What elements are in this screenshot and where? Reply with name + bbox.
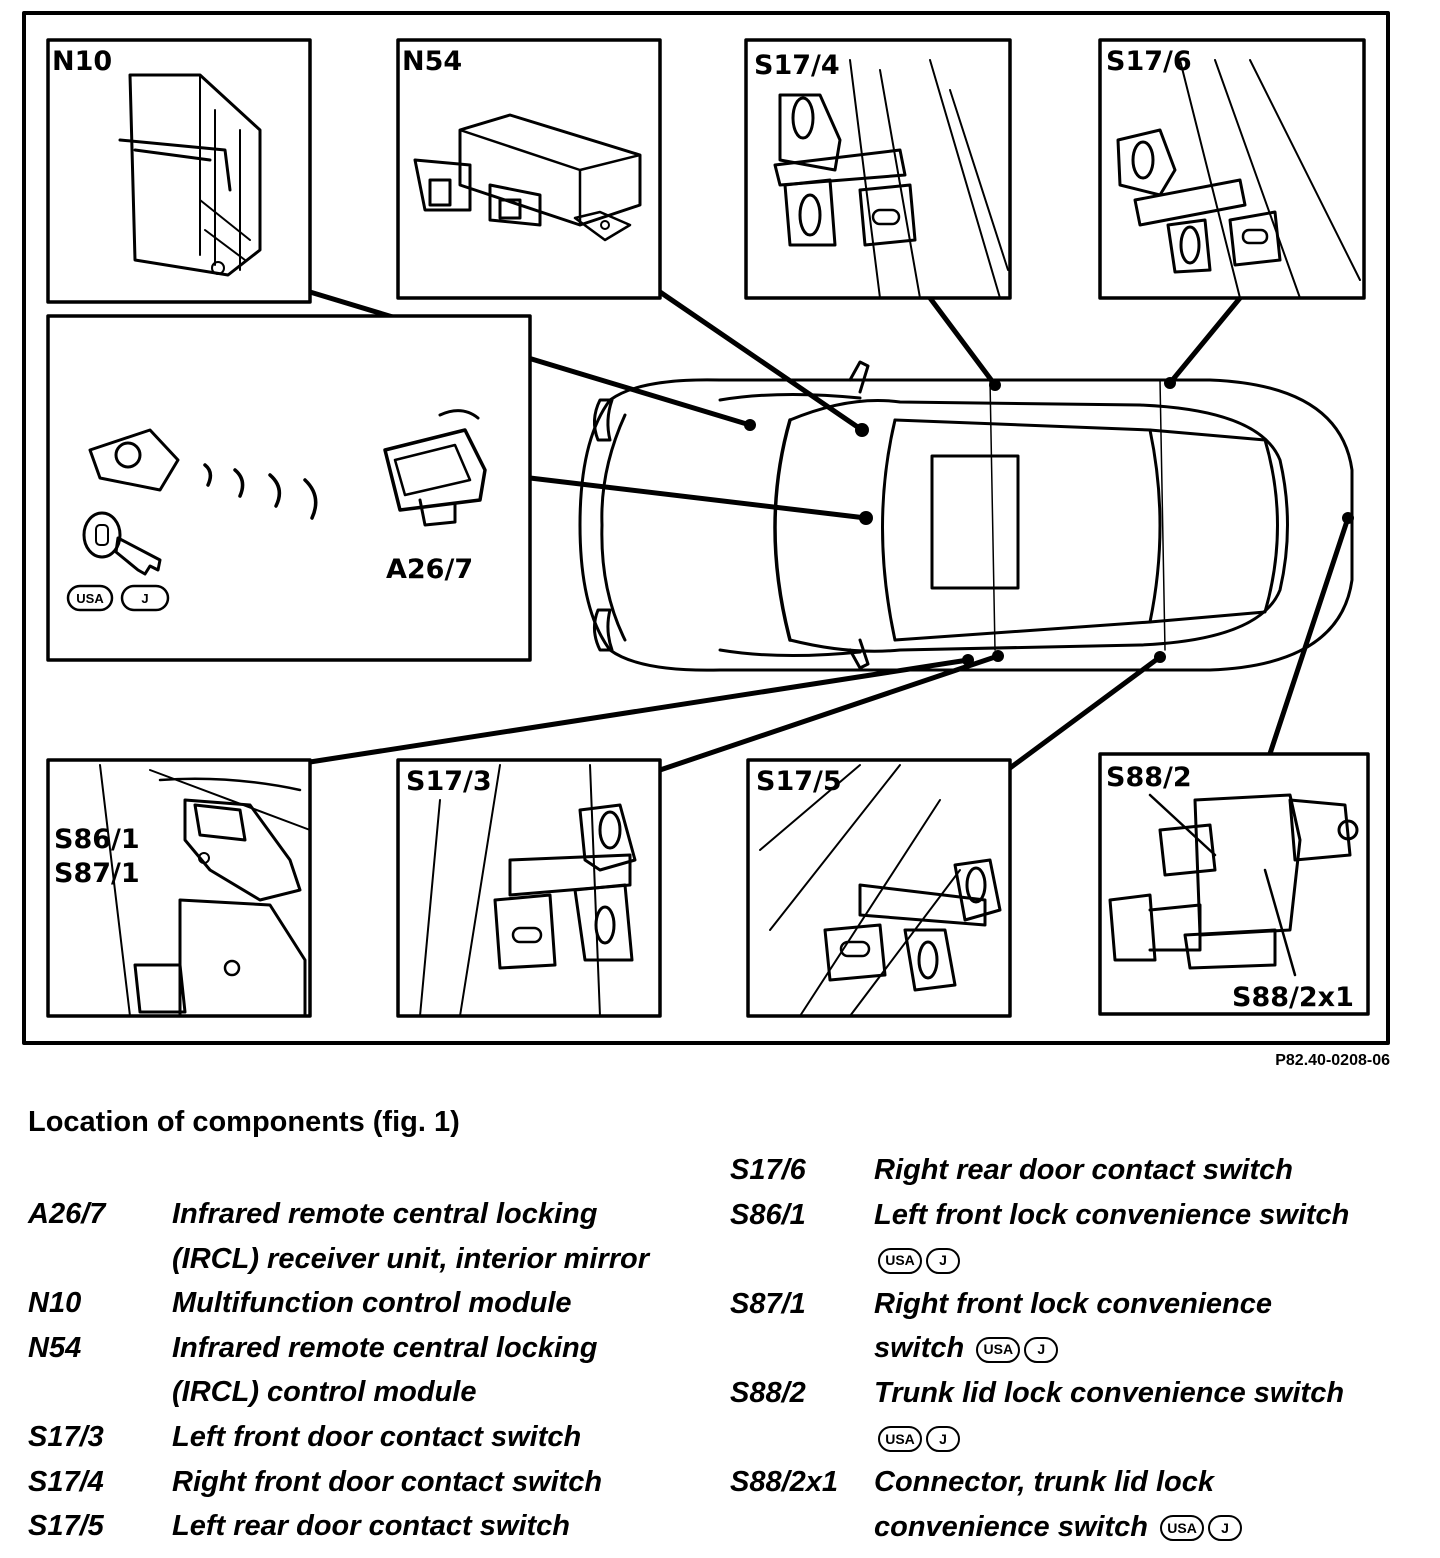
legend-desc: Left rear door contact switch <box>172 1510 571 1543</box>
location-dots <box>744 377 1354 666</box>
legend-desc: Left front door contact switch <box>172 1420 582 1453</box>
label-s88-2: S88/2 <box>1106 762 1192 793</box>
legend-code: S17/3 <box>28 1420 104 1453</box>
legend-code: S88/2 <box>730 1376 806 1409</box>
label-n10: N10 <box>52 46 112 77</box>
panel-s88-2 <box>1098 752 1370 1016</box>
legend-row-s17-4: S17/4 Right front door contact switch <box>28 1460 708 1505</box>
j-badge: J <box>926 1425 960 1452</box>
legend-code: S87/1 <box>730 1287 806 1320</box>
legend-code: S88/2x1 <box>730 1466 839 1499</box>
panel-s17-6 <box>1098 38 1366 300</box>
legend-desc: Infrared remote central locking(IRCL) co… <box>172 1331 598 1409</box>
usa-badge: USA <box>976 1336 1021 1363</box>
figure-frame <box>22 11 1390 1045</box>
legend-row-s88-2: S88/2 Trunk lid lock convenience switch … <box>730 1371 1410 1460</box>
legend-code: N54 <box>28 1331 82 1364</box>
label-s17-4: S17/4 <box>754 50 840 81</box>
usa-badge: USA <box>878 1247 922 1274</box>
legend-code: A26/7 <box>28 1198 106 1230</box>
legend-row-s86-1: S86/1 Left front lock convenience switch… <box>730 1193 1410 1282</box>
legend-desc: Multifunction control module <box>172 1287 572 1320</box>
legend-code: N10 <box>28 1287 82 1320</box>
label-s88-2x1: S88/2x1 <box>1232 982 1354 1013</box>
legend-desc: Right front door contact switch <box>172 1465 603 1498</box>
legend-right-column: S17/6 Right rear door contact switch S86… <box>730 1148 1410 1549</box>
label-a26-7: A26/7 <box>386 554 473 585</box>
car-top-view <box>578 360 1354 672</box>
legend-row-n10: N10 Multifunction control module <box>28 1281 708 1326</box>
j-badge: J <box>1024 1336 1059 1363</box>
label-s17-6: S17/6 <box>1106 46 1192 77</box>
j-badge: J <box>1208 1515 1243 1542</box>
legend-row-s87-1: S87/1 Right front lock convenience switc… <box>730 1282 1410 1371</box>
j-badge: J <box>141 591 148 606</box>
legend-row-s17-3: S17/3 Left front door contact switch <box>28 1415 708 1460</box>
leader-lines <box>307 289 1351 811</box>
label-s87-1: S87/1 <box>54 858 140 889</box>
label-n54: N54 <box>402 46 462 77</box>
legend-code: S17/5 <box>28 1510 104 1543</box>
j-badge: J <box>926 1247 960 1274</box>
legend-desc: Right rear door contact switch <box>874 1154 1293 1186</box>
label-s86-1: S86/1 <box>54 824 140 855</box>
usa-badge: USA <box>76 591 104 606</box>
figure-reference: P82.40-0208-06 <box>1275 1052 1390 1069</box>
panel-n54 <box>396 38 662 300</box>
legend-row-s17-5: S17/5 Left rear door contact switch <box>28 1504 708 1549</box>
label-s17-3: S17/3 <box>406 766 492 797</box>
legend-row-s17-6: S17/6 Right rear door contact switch <box>730 1148 1410 1193</box>
legend-code: S17/6 <box>730 1154 806 1186</box>
component-location-figure: N10 N54 S17/4 S17/6 A26/7 S86/1 S87/1 S1… <box>22 11 1390 1045</box>
panel-s17-5 <box>746 758 1012 1018</box>
legend-code: S17/4 <box>28 1465 104 1498</box>
legend-caption: Location of components (fig. 1) <box>28 1106 460 1138</box>
figure-region-badges: USA J <box>66 584 170 612</box>
usa-badge: USA <box>1160 1515 1205 1542</box>
panel-s86-s87 <box>46 758 312 1018</box>
panel-s17-4 <box>744 38 1012 300</box>
usa-badge: USA <box>878 1425 922 1452</box>
panel-n10 <box>46 38 312 304</box>
panel-s17-3 <box>396 758 662 1018</box>
legend-row-a26-7: A26/7 Infrared remote central locking(IR… <box>28 1192 708 1281</box>
legend-row-s88-2x1: S88/2x1 Connector, trunk lid lock conven… <box>730 1460 1410 1549</box>
panel-labels: N10 N54 S17/4 S17/6 A26/7 S86/1 S87/1 S1… <box>52 46 1354 1013</box>
legend-code: S86/1 <box>730 1198 806 1231</box>
label-s17-5: S17/5 <box>756 766 842 797</box>
legend-row-n54: N54 Infrared remote central locking(IRCL… <box>28 1326 708 1415</box>
panel-a26-7 <box>46 314 532 662</box>
legend-left-column: A26/7 Infrared remote central locking(IR… <box>28 1192 708 1549</box>
legend-desc: Connector, trunk lid lock convenience sw… <box>874 1460 1410 1549</box>
legend-desc: Infrared remote central locking(IRCL) re… <box>172 1198 649 1275</box>
